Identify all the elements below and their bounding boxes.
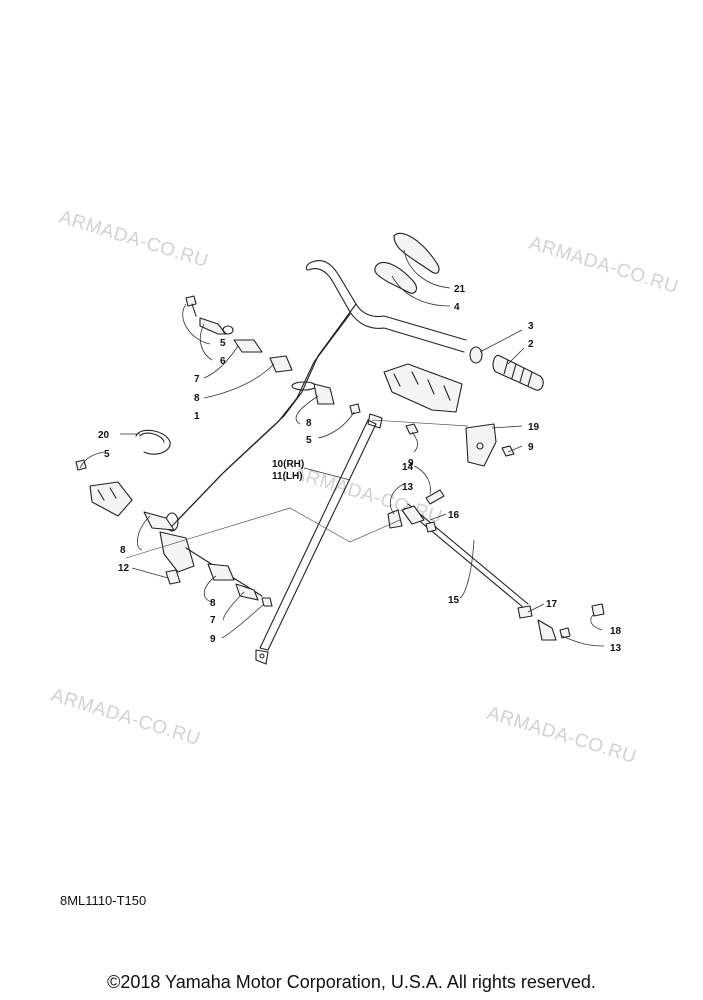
callout-5: 5 (220, 338, 226, 349)
handlebar-covers (374, 232, 440, 294)
diagram-code: 8ML1110-T150 (60, 893, 147, 908)
callout-5: 5 (104, 449, 110, 460)
callout-12: 12 (118, 563, 130, 574)
callout-8: 8 (120, 545, 126, 556)
watermark: ARMADA-CO.RU (527, 233, 681, 298)
grip (469, 346, 544, 391)
callout-20: 20 (98, 430, 110, 441)
watermark: ARMADA-CO.RU (49, 685, 203, 750)
watermark: ARMADA-CO.RU (57, 207, 211, 272)
leader-lines (79, 249, 605, 647)
callout-8: 8 (194, 393, 200, 404)
upper-clamp (185, 295, 335, 405)
watermark: ARMADA-CO.RU (485, 703, 639, 768)
mount-bracket (371, 363, 515, 467)
callout-13: 13 (610, 643, 622, 654)
callout-7: 7 (194, 374, 200, 385)
handlebar (165, 259, 467, 532)
callout-21: 21 (454, 284, 466, 295)
steering-post (255, 403, 383, 665)
callout-13: 13 (402, 482, 414, 493)
copyright-notice: ©2018 Yamaha Motor Corporation, U.S.A. A… (107, 972, 596, 992)
callout-19: 19 (528, 422, 540, 433)
callout-17: 17 (546, 599, 558, 610)
callout-14: 14 (402, 462, 414, 473)
lower-bracket (75, 459, 273, 607)
tie-rod (125, 489, 605, 641)
callout-9: 9 (408, 458, 414, 469)
callout-1: 1 (194, 411, 200, 422)
callout-18: 18 (610, 626, 622, 637)
callout-labels: 21 4 3 2 5 6 7 8 1 8 5 9 19 9 20 5 10(RH… (98, 284, 622, 654)
callout-3: 3 (528, 321, 534, 332)
callout-8: 8 (306, 418, 312, 429)
callout-11-lh: 11(LH) (272, 471, 303, 482)
callout-4: 4 (454, 302, 460, 313)
callout-10-rh: 10(RH) (272, 459, 304, 470)
callout-8: 8 (210, 598, 216, 609)
callout-5: 5 (306, 435, 312, 446)
callout-16: 16 (448, 510, 460, 521)
callout-2: 2 (528, 339, 534, 350)
callout-9: 9 (528, 442, 534, 453)
callout-15: 15 (448, 595, 460, 606)
watermark-layer: ARMADA-CO.RU ARMADA-CO.RU ARMADA-CO.RU A… (49, 207, 681, 768)
callout-9: 9 (210, 634, 216, 645)
callout-6: 6 (220, 356, 226, 367)
callout-7: 7 (210, 615, 216, 626)
ring-clip (135, 429, 171, 455)
